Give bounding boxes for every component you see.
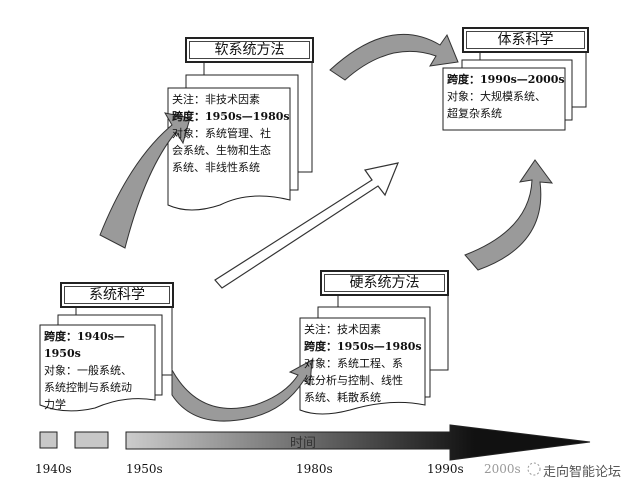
text-line: 系统、非线性系统 [172,161,260,174]
tick-2000s: 2000s [484,462,521,476]
text-line: 跨度：1950s—1980s [304,340,422,353]
text-line: 系统、耗散系统 [304,391,381,404]
card-title-hard: 硬系统方法 [320,270,449,296]
curved-arrows [99,33,554,422]
text-line: 对象：系统管理、社 [172,127,271,140]
text-line: 对象：大规模系统、 [447,90,546,103]
text-line: 跨度：1940s—1950s [44,330,125,360]
text-line: 跨度：1950s—1980s [172,110,290,123]
text-line: 超复杂系统 [447,107,502,120]
card-title-sos: 体系科学 [462,27,589,53]
text-line: 力学 [44,398,66,411]
text-line: 系统控制与系统动 [44,381,132,394]
card-body-sys: 跨度：1940s—1950s 对象：一般系统、 系统控制与系统动 力学 [40,325,163,416]
tick-1990s: 1990s [427,462,464,476]
wechat-icon [527,462,541,476]
watermark: 走向智能论坛 [543,465,622,480]
card-title-sys: 系统科学 [60,282,174,308]
timeline-bar [39,424,591,461]
card-body-soft: 关注：非技术因素 跨度：1950s—1980s 对象：系统管理、社 会系统、生物… [168,88,294,179]
text-line: 会系统、生物和生态 [172,144,271,157]
card-body-sos: 跨度：1990s—2000s 对象：大规模系统、 超复杂系统 [443,68,571,125]
tick-1950s: 1950s [126,462,163,476]
text-line: 关注：非技术因素 [172,93,260,106]
text-line: 对象：系统工程、系 [304,357,403,370]
text-line: 对象：一般系统、 [44,364,132,377]
timeline-label: 时间 [290,436,317,451]
tick-1980s: 1980s [296,462,333,476]
card-body-hard: 关注：技术因素 跨度：1950s—1980s 对象：系统工程、系 统分析与控制、… [300,318,430,409]
text-line: 统分析与控制、线性 [304,374,403,387]
page-stacks [39,51,587,415]
progress-arrow [214,162,399,289]
text-line: 关注：技术因素 [304,323,381,336]
text-line: 跨度：1990s—2000s [447,73,565,86]
tick-1940s: 1940s [35,462,72,476]
card-title-soft: 软系统方法 [185,37,314,63]
